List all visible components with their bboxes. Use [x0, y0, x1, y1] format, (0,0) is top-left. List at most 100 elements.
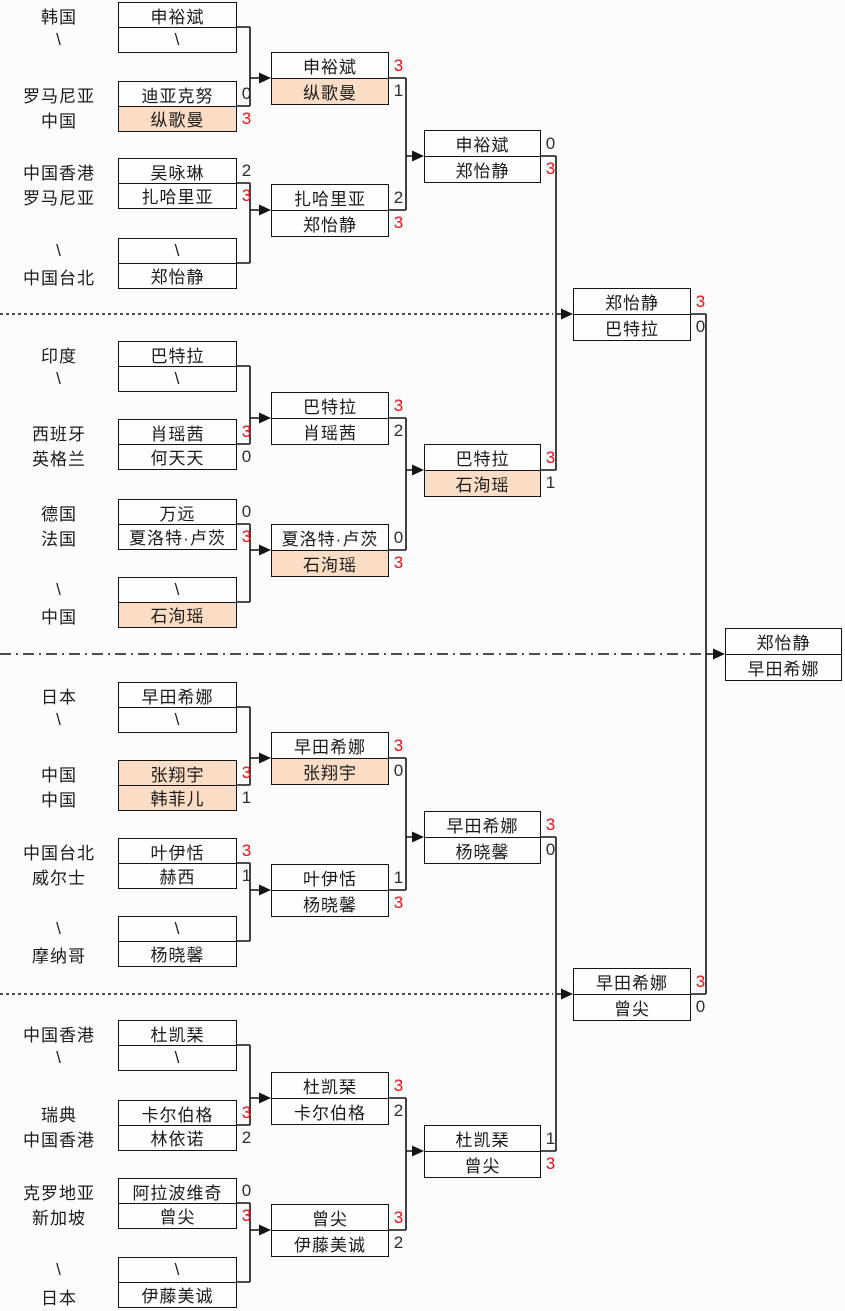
score-cell	[237, 1282, 256, 1308]
player-cell: 曾尖	[271, 1204, 389, 1231]
score-cell: 3	[241, 841, 252, 860]
player-cell: 肖瑶茜	[271, 417, 389, 445]
arrow-icon	[561, 988, 573, 1000]
score-cell: 1	[393, 867, 404, 887]
score-cell: 3	[545, 159, 556, 178]
score-cell: 3	[545, 447, 556, 467]
score-cell	[237, 682, 256, 708]
player-cell: 申裕斌	[118, 2, 237, 28]
arrow-icon	[412, 1145, 424, 1157]
score-cell: 3	[241, 763, 252, 782]
country-label: 罗马尼亚	[23, 188, 95, 208]
match-r1-4: \ 郑怡静	[118, 238, 256, 289]
country-label: 中国	[41, 765, 77, 785]
player-cell: 郑怡静	[573, 288, 691, 315]
player-cell: 叶伊恬	[271, 864, 389, 891]
score-cell	[237, 577, 256, 603]
country-label: 中国	[41, 790, 77, 810]
match-r1-13: 杜凯琹 \	[118, 1020, 256, 1071]
match-r1-1: 申裕斌 \	[118, 2, 256, 53]
player-cell: 伊藤美诚	[118, 1281, 237, 1308]
arrow-icon	[412, 831, 424, 843]
score-cell: 3	[393, 1207, 404, 1227]
score-cell: 0	[545, 133, 556, 153]
player-cell: 何天天	[118, 443, 237, 470]
score-cell	[237, 1257, 256, 1283]
player-cell: 郑怡静	[118, 262, 237, 289]
country-label: 中国香港	[23, 1025, 95, 1045]
country-label: 中国香港	[23, 163, 95, 183]
score-cell	[237, 2, 256, 28]
score-cell	[237, 602, 256, 628]
player-cell: 叶伊恬	[118, 838, 237, 864]
score-cell: 3	[241, 526, 252, 546]
bye-cell: \	[118, 365, 237, 392]
score-cell: 0	[393, 527, 404, 547]
player-cell: 早田希娜	[725, 653, 842, 681]
score-cell: 3	[393, 55, 404, 75]
score-cell: 3	[393, 553, 404, 572]
arrow-icon	[259, 884, 271, 896]
player-cell: 卡尔伯格	[271, 1097, 389, 1125]
bye-label: \	[56, 919, 62, 938]
arrow-icon	[259, 412, 271, 424]
country-label: 威尔士	[32, 868, 86, 888]
country-label: 克罗地亚	[23, 1183, 95, 1203]
score-cell: 3	[241, 185, 252, 205]
player-cell: 曾尖	[424, 1150, 541, 1178]
match-r1-9: 早田希娜 \	[118, 682, 256, 733]
score-cell: 3	[241, 108, 252, 128]
bye-cell: \	[118, 1044, 237, 1071]
player-cell: 卡尔伯格	[118, 1100, 237, 1126]
player-cell: 杨晓馨	[271, 889, 389, 917]
connector-lines-sf-final	[691, 313, 715, 995]
player-cell: 曾尖	[118, 1202, 237, 1229]
country-label: 韩国	[41, 7, 77, 27]
score-cell: 0	[393, 761, 404, 780]
score-cell	[237, 238, 256, 264]
player-cell: 张翔宇	[271, 757, 389, 785]
score-cell: 0	[241, 1181, 252, 1200]
score-cell: 2	[393, 1101, 404, 1120]
match-r1-16: \ 伊藤美诚	[118, 1257, 256, 1308]
player-cell: 曾尖	[573, 993, 691, 1021]
arrow-icon	[561, 308, 573, 320]
country-label: 德国	[41, 504, 77, 524]
arrow-icon	[259, 1224, 271, 1236]
score-cell: 0	[695, 317, 706, 336]
player-cell: 迪亚克努	[118, 81, 237, 107]
player-cell: 早田希娜	[573, 968, 691, 995]
country-label: 中国香港	[23, 1130, 95, 1150]
country-label: 西班牙	[32, 424, 86, 444]
score-cell: 3	[241, 1205, 252, 1225]
country-label: 印度	[41, 346, 77, 366]
player-cell: 杨晓馨	[424, 836, 541, 864]
player-cell: 早田希娜	[118, 682, 237, 708]
score-cell: 0	[241, 446, 252, 466]
score-cell: 3	[393, 893, 404, 912]
player-cell: 万远	[118, 499, 237, 525]
match-final: 郑怡静 早田希娜	[725, 628, 845, 681]
player-cell: 巴特拉	[271, 392, 389, 419]
country-label: 罗马尼亚	[23, 86, 95, 106]
score-cell: 3	[241, 1103, 252, 1122]
match-r1-5: 巴特拉 \	[118, 341, 256, 392]
score-cell: 2	[241, 161, 252, 180]
player-cell: 石洵瑶	[424, 469, 541, 497]
player-cell: 韩菲儿	[118, 784, 237, 811]
